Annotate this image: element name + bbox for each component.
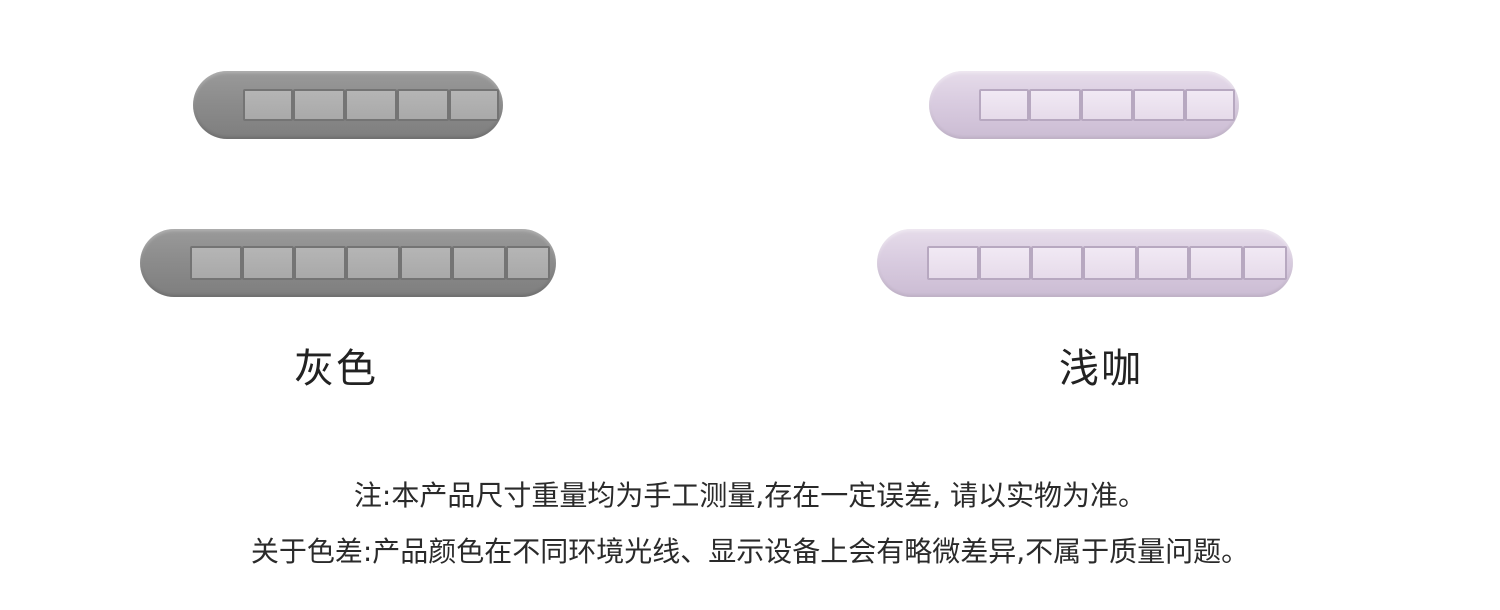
gray-cable-holder-7-slot <box>140 229 556 297</box>
cable-slot <box>1243 246 1287 280</box>
color-label-gray: 灰色 <box>294 346 378 392</box>
cable-slot <box>243 89 293 121</box>
cable-slot <box>1133 89 1185 121</box>
light-mocha-cable-holder-5-slot <box>929 71 1239 139</box>
cable-slot <box>190 246 242 280</box>
cable-slot <box>397 89 449 121</box>
color-label-light-mocha: 浅咖 <box>1059 346 1143 392</box>
cable-slot <box>927 246 979 280</box>
cable-slot <box>1185 89 1235 121</box>
cable-slot <box>1137 246 1189 280</box>
cable-slot <box>449 89 499 121</box>
cable-slot <box>294 246 346 280</box>
cable-slot <box>979 246 1031 280</box>
cable-slot <box>293 89 345 121</box>
cable-slot <box>1081 89 1133 121</box>
color-difference-note: 关于色差:产品颜色在不同环境光线、显示设备上会有略微差异,不属于质量问题。 <box>250 535 1250 568</box>
cable-slot <box>242 246 294 280</box>
cable-slot <box>979 89 1029 121</box>
cable-slot <box>1083 246 1137 280</box>
measurement-note: 注:本产品尺寸重量均为手工测量,存在一定误差, 请以实物为准。 <box>353 479 1147 512</box>
light-mocha-cable-holder-7-slot <box>877 229 1293 297</box>
cable-slot <box>1189 246 1243 280</box>
cable-slot <box>345 89 397 121</box>
cable-slot <box>1031 246 1083 280</box>
cable-slot <box>400 246 452 280</box>
cable-slot <box>506 246 550 280</box>
cable-slot <box>1029 89 1081 121</box>
gray-cable-holder-5-slot <box>193 71 503 139</box>
cable-slot <box>452 246 506 280</box>
cable-slot <box>346 246 400 280</box>
